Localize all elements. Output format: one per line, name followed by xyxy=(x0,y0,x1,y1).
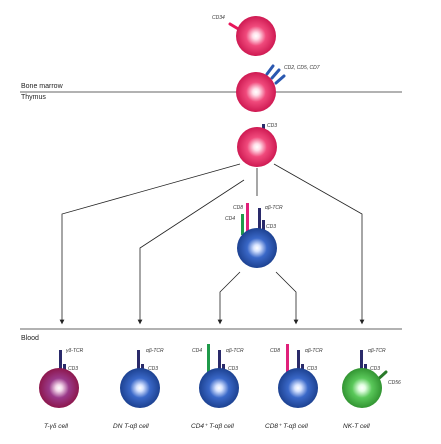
ab-tcr-marker xyxy=(297,350,300,369)
cd3-marker xyxy=(63,364,66,372)
label-cd2-cd5-cd7: CD2, CD5, CD7 xyxy=(284,65,320,71)
double-positive-body xyxy=(237,228,277,268)
ab-tcr-marker xyxy=(218,350,221,369)
cd4-marker xyxy=(241,214,244,235)
label-dn-cell: DN T-αβ cell xyxy=(113,423,149,430)
label-cd8: CD8 xyxy=(270,348,280,354)
lineage-branches xyxy=(59,163,365,325)
label-ab-tcr: αβ-TCR xyxy=(146,348,164,354)
label-ab-tcr: αβ-TCR xyxy=(226,348,244,354)
label-ab-tcr: αβ-TCR xyxy=(305,348,323,354)
thymocyte-body xyxy=(237,127,277,167)
progenitor-cell-body xyxy=(236,16,276,56)
arrow-to-nkt xyxy=(273,163,365,325)
label-cd3: CD3 xyxy=(267,123,277,129)
label-cd4: CD4 xyxy=(192,348,202,354)
dn-t-ab-cell: αβ-TCR CD3 DN T-αβ cell xyxy=(113,348,164,430)
label-cd4: CD4 xyxy=(225,216,235,222)
label-cd4-cell: CD4⁺ T-αβ cell xyxy=(191,423,234,430)
cd4-t-ab-cell: CD4 αβ-TCR CD3 CD4⁺ T-αβ cell xyxy=(191,344,244,430)
label-cd3: CD3 xyxy=(266,224,276,230)
cd8-marker xyxy=(286,344,289,372)
ab-tcr-marker xyxy=(360,350,363,369)
ab-tcr-marker xyxy=(137,350,140,369)
label-cd3: CD3 xyxy=(307,366,317,372)
cd3-marker xyxy=(364,364,367,372)
t-gamma-delta-body xyxy=(39,368,79,408)
label-tgd-cell: T-γδ cell xyxy=(44,423,69,430)
region-blood: Blood xyxy=(21,335,39,342)
progenitor-cell-body xyxy=(236,72,276,112)
arrow-to-cd8 xyxy=(275,271,299,325)
cd8-t-ab-cell: CD8 αβ-TCR CD3 CD8⁺ T-αβ cell xyxy=(265,344,323,430)
cd3-marker xyxy=(301,364,304,372)
region-bone-marrow: Bone marrow xyxy=(21,83,64,90)
label-nkt-cell: NK-T cell xyxy=(343,423,370,430)
label-gd-tcr: γδ-TCR xyxy=(66,348,84,354)
cd3-marker xyxy=(262,220,265,232)
nk-t-cell: αβ-TCR CD3 CD56 NK-T cell xyxy=(342,348,401,430)
progenitor-cell-cd2-cd5-cd7: CD2, CD5, CD7 xyxy=(236,64,320,112)
cd4-marker xyxy=(207,344,210,372)
label-cd3: CD3 xyxy=(148,366,158,372)
cd5-marker xyxy=(270,68,281,80)
arrow-to-tgd xyxy=(59,163,241,325)
gd-tcr-marker xyxy=(59,350,62,369)
cd7-marker xyxy=(274,74,286,85)
cd3-marker xyxy=(262,124,265,129)
region-thymus: Thymus xyxy=(21,94,46,101)
arrow-to-cd4 xyxy=(217,271,241,325)
cd8-t-ab-body xyxy=(278,368,318,408)
nk-t-body xyxy=(342,368,382,408)
label-cd3: CD3 xyxy=(68,366,78,372)
label-ab-tcr: αβ-TCR xyxy=(368,348,386,354)
double-positive-thymocyte: CD8 CD4 αβ-TCR CD3 xyxy=(225,203,283,268)
dn-t-ab-body xyxy=(120,368,160,408)
label-ab-tcr: αβ-TCR xyxy=(265,205,283,211)
cd2-marker xyxy=(265,64,275,76)
label-cd3: CD3 xyxy=(228,366,238,372)
label-cd3: CD3 xyxy=(370,366,380,372)
t-gamma-delta-cell: γδ-TCR CD3 T-γδ cell xyxy=(39,348,84,430)
thymocyte-cd3: CD3 xyxy=(237,123,277,167)
label-cd56: CD56 xyxy=(388,380,401,386)
cd3-marker xyxy=(222,364,225,372)
label-cd8: CD8 xyxy=(233,205,243,211)
progenitor-cell-cd34: CD34 xyxy=(212,15,276,56)
cd8-marker xyxy=(246,203,249,233)
cd3-marker xyxy=(141,364,144,372)
label-cd34: CD34 xyxy=(212,15,225,21)
arrow-to-dn xyxy=(137,179,245,325)
label-cd8-cell: CD8⁺ T-αβ cell xyxy=(265,423,308,430)
ab-tcr-marker xyxy=(258,208,261,234)
cd4-t-ab-body xyxy=(199,368,239,408)
